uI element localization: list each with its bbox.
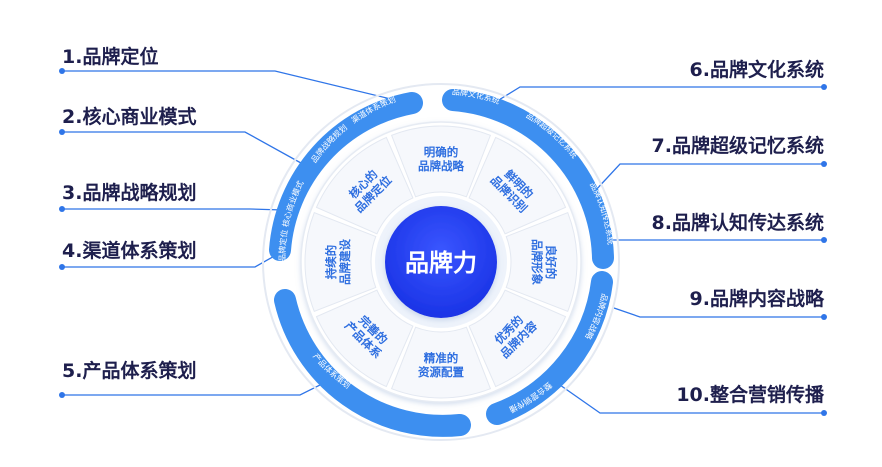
- inner-segment-4: [390, 326, 492, 399]
- center-label: 品牌力: [405, 249, 477, 277]
- right-label-8: 8.品牌认知传达系统: [651, 212, 824, 234]
- ring-band-right-lower: [486, 271, 613, 425]
- left-label-1: 1.品牌定位: [62, 46, 159, 68]
- ring-band-left: [269, 92, 423, 261]
- left-label-4: 4.渠道体系策划: [62, 240, 197, 262]
- right-label-7: 7.品牌超级记忆系统: [651, 135, 824, 157]
- inner-segment-2: [505, 211, 578, 313]
- right-label-9: 9.品牌内容战略: [689, 288, 824, 310]
- connector-line-9: [613, 307, 824, 318]
- inner-segment-label-4: 精准的资源配置: [418, 351, 464, 379]
- center-circle: [385, 206, 497, 318]
- inner-segment-label-8: 明确的品牌战略: [418, 145, 464, 173]
- inner-segment-7: [315, 136, 414, 235]
- ring-band-left-lower: [274, 289, 471, 437]
- inner-segment-5: [315, 289, 414, 388]
- inner-segment-label-6: 持续的品牌建设: [324, 239, 352, 285]
- connector-line-3: [62, 208, 284, 211]
- connector-line-6: [475, 86, 824, 115]
- connector-dots: [59, 68, 827, 416]
- right-label-6: 6.品牌文化系统: [689, 59, 824, 81]
- connector-line-1: [62, 70, 396, 101]
- right-label-10: 10.整合营销传播: [676, 384, 824, 406]
- outer-thin-ring: [262, 83, 620, 441]
- left-label-5: 5.产品体系策划: [62, 360, 197, 382]
- inner-segments: 鲜明的品牌识别良好的品牌形象优秀的品牌内容精准的资源配置完善的产品体系持续的品牌…: [304, 125, 578, 399]
- inner-segment-6: [304, 211, 377, 313]
- inner-ring-edge: [300, 121, 582, 403]
- ring-band-right: [442, 89, 614, 269]
- inner-segment-8: [390, 125, 492, 198]
- outer-ring-bands: [269, 89, 614, 437]
- connector-line-7: [593, 163, 824, 193]
- inner-segment-3: [468, 289, 567, 388]
- connector-line-10: [559, 384, 824, 414]
- inner-segment-label-2: 良好的品牌形象: [530, 239, 558, 285]
- left-label-3: 3.品牌战略规划: [62, 182, 197, 204]
- connector-line-2: [62, 131, 311, 169]
- left-label-2: 2.核心商业模式: [62, 106, 197, 128]
- inner-segment-1: [468, 136, 567, 235]
- connector-lines: [62, 70, 824, 414]
